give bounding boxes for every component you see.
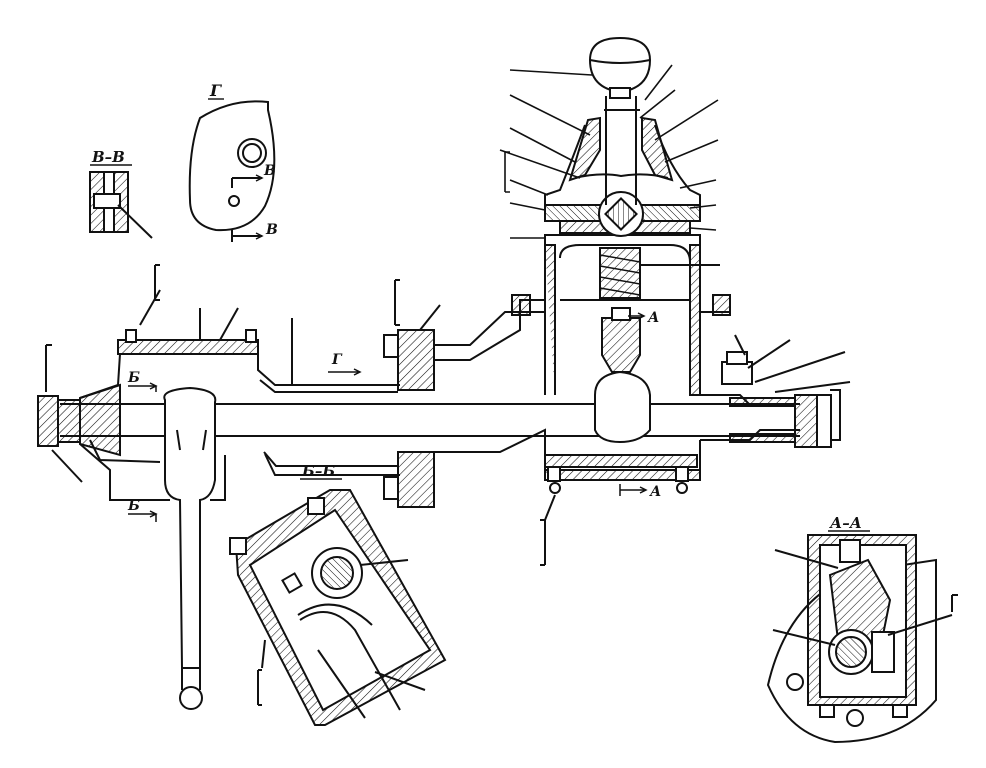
shift-tower-housing [434, 234, 731, 481]
section-label-a-a: А–А [829, 514, 862, 532]
section-a-a-view [766, 534, 958, 744]
cut-marker-v-bottom: В [265, 222, 278, 238]
cut-marker-b-top: Б [127, 370, 140, 386]
gear-knob [588, 36, 652, 99]
bottom-cover [540, 454, 698, 566]
gear-lever [544, 96, 701, 205]
section-label-b-b: Б–Б [301, 462, 335, 480]
middle-flange [291, 279, 441, 508]
section-v-v-view [89, 171, 153, 239]
section-g-view [188, 100, 276, 242]
shift-finger [594, 307, 651, 444]
section-label-v-v: В–В [91, 148, 125, 166]
cut-marker-v-top: В [263, 163, 276, 179]
right-end-cover [700, 334, 851, 448]
return-spring [599, 247, 720, 299]
leader-lines [499, 64, 719, 239]
lower-left-housing [79, 353, 400, 501]
cut-marker-g: Г [331, 352, 343, 368]
cut-marker-a-top: А [647, 310, 659, 326]
section-label-g: Г [209, 81, 222, 100]
ball-joint-plates [544, 191, 701, 237]
cut-marker-a-bottom: А [649, 484, 661, 500]
section-labels: В–В Г Б–Б А–А [90, 81, 870, 532]
cut-markers: В В Г Б Б А А [127, 163, 661, 522]
main-section-view [37, 36, 851, 710]
left-end-cover [37, 344, 121, 483]
selector-lever [163, 386, 217, 710]
top-cover [117, 264, 259, 355]
section-b-b-view [229, 489, 447, 726]
cut-marker-b-bottom: Б [127, 498, 140, 514]
